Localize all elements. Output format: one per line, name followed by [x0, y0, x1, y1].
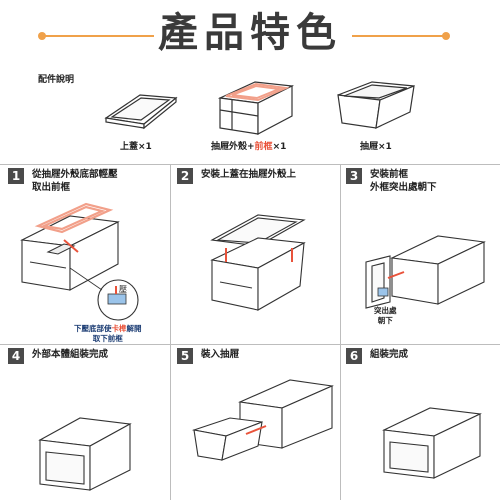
- step-4-number: 4: [8, 348, 24, 364]
- part-shell-name: 抽屜外殼+: [211, 142, 255, 152]
- step-1-number: 1: [8, 168, 24, 184]
- step-1-header: 1 從抽屜外殼底部輕壓取出前框: [8, 168, 118, 194]
- step-5-number: 5: [177, 348, 193, 364]
- step-6-header: 6 組裝完成: [346, 348, 408, 364]
- step-3-line-2: 外框突出處朝下: [370, 182, 437, 193]
- step-1-line-2: 取出前框: [32, 182, 71, 193]
- part-caption-lid: 上蓋×1: [120, 139, 152, 152]
- title-dot-right: [442, 32, 450, 40]
- step-2-number: 2: [177, 168, 193, 184]
- step-4-drawing: [38, 417, 132, 491]
- grid-line-left: [170, 164, 171, 500]
- step-3-line-1: 安裝前框: [370, 169, 409, 180]
- part-caption-shell: 抽屜外殼+前框×1: [211, 139, 286, 152]
- step-1-note-a: 下壓底部使: [74, 324, 112, 333]
- step-1-note-c: 取下前框: [92, 334, 123, 343]
- grid-line-middle: [0, 344, 500, 345]
- step-4-header: 4 外部本體組裝完成: [8, 348, 108, 364]
- step-1-note: 下壓底部使卡榫解開 取下前框: [74, 324, 142, 344]
- step-5-drawing: [191, 379, 334, 461]
- part-lid-qty: ×1: [138, 142, 152, 152]
- step-1-drawing: [20, 215, 120, 291]
- step-3-note-a: 突出處: [374, 306, 397, 315]
- step-1-note-highlight: 卡榫: [111, 324, 127, 333]
- parts-label: 配件說明: [38, 75, 75, 85]
- title-line-right: [352, 35, 444, 37]
- step-5-line-1: 裝入抽屜: [201, 349, 240, 360]
- page-title: 產品特色: [158, 9, 342, 56]
- grid-line-top: [0, 164, 500, 165]
- part-drawer-name: 抽屜: [360, 142, 379, 152]
- part-caption-drawer: 抽屜×1: [360, 139, 392, 152]
- step-1-note-b: 解開: [126, 324, 142, 333]
- step-3-drawing: [365, 235, 486, 309]
- title-dot-left: [38, 32, 46, 40]
- part-shell-highlight: 前框: [254, 142, 273, 152]
- step-3-note-b: 朝下: [377, 316, 393, 325]
- part-drawer-qty: ×1: [378, 142, 392, 152]
- title-line-left: [44, 35, 154, 37]
- step-2-line-1: 安裝上蓋在抽屜外殼上: [201, 169, 297, 180]
- step-3-number: 3: [346, 168, 362, 184]
- step-6-line-1: 組裝完成: [370, 349, 409, 360]
- step-6-drawing: [382, 407, 482, 479]
- step-3-note: 突出處 朝下: [374, 306, 397, 326]
- step-4-line-1: 外部本體組裝完成: [32, 349, 109, 360]
- step-2-drawing: [210, 214, 306, 311]
- step-3-header: 3 安裝前框外框突出處朝下: [346, 168, 437, 194]
- step-6-number: 6: [346, 348, 362, 364]
- part-shell-qty: ×1: [272, 142, 287, 152]
- step-1-line-1: 從抽屜外殼底部輕壓: [32, 169, 118, 180]
- part-lid-name: 上蓋: [120, 142, 139, 152]
- press-label: 壓: [119, 285, 127, 294]
- step-2-header: 2 安裝上蓋在抽屜外殼上: [177, 168, 296, 184]
- grid-line-right: [340, 164, 341, 500]
- step-5-header: 5 裝入抽屜: [177, 348, 239, 364]
